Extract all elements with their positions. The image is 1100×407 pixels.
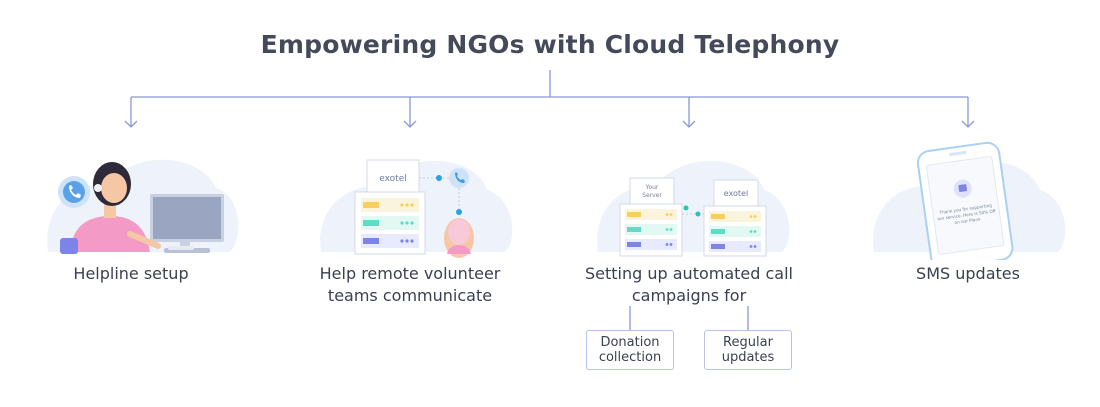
label-automated-calls: Setting up automated call campaigns for: [584, 264, 793, 305]
exotel-logo-3: exotel: [724, 189, 748, 198]
arrow-2: [403, 120, 417, 128]
label-sms-updates: SMS updates: [916, 264, 1020, 283]
helpline-illustration: [47, 159, 239, 254]
arrow-3: [682, 120, 696, 128]
volunteer-teams-illustration: exotel: [320, 159, 513, 258]
svg-text:Your: Your: [645, 184, 659, 191]
phone-icon-2: [449, 168, 469, 188]
label-helpline-setup: Helpline setup: [73, 264, 189, 283]
svg-text:on our Plans: on our Plans: [954, 216, 980, 225]
smartphone-icon: Thank you for supporting our service. He…: [916, 141, 1014, 260]
exotel-logo-2: exotel: [379, 174, 407, 184]
sub-item-regular-updates: Regular updates: [704, 330, 792, 370]
arrow-1: [124, 120, 138, 128]
sub-item-donation-collection: Donation collection: [586, 330, 674, 370]
sms-illustration: Thank you for supporting our service. He…: [873, 141, 1066, 260]
phone-call-icon: [58, 176, 90, 208]
svg-text:Server: Server: [642, 192, 662, 199]
arrow-4: [961, 120, 975, 128]
label-remote-volunteers: Help remote volunteer teams communicate: [319, 264, 501, 305]
diagram-title: Empowering NGOs with Cloud Telephony: [260, 30, 840, 59]
automated-calls-illustration: Your Server exotel: [597, 160, 790, 257]
